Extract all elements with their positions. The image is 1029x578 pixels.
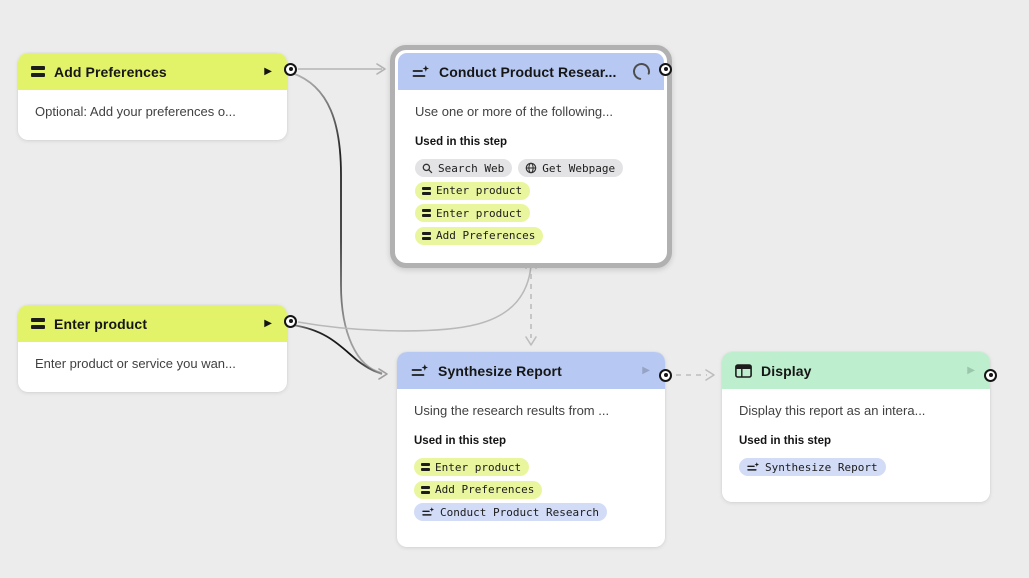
node-description: Optional: Add your preferences o... (35, 104, 236, 119)
node-description: Using the research results from ... (414, 403, 610, 418)
node-add-preferences[interactable]: Add Preferences ▶ Optional: Add your pre… (18, 53, 287, 140)
node-synthesize-report[interactable]: Synthesize Report ▶ Using the research r… (397, 352, 665, 547)
node-header[interactable]: Synthesize Report ▶ (397, 352, 665, 389)
run-button[interactable]: ▶ (264, 65, 272, 77)
output-port-synthesize-report[interactable] (659, 368, 672, 382)
tag-label: Conduct Product Research (440, 505, 599, 519)
edge-enter-synthesize (291, 324, 383, 375)
step-tag-enter-product[interactable]: Enter product (415, 204, 531, 223)
used-in-step-label: Used in this step (415, 136, 508, 149)
run-button[interactable]: ▶ (264, 317, 272, 329)
loading-spinner-icon (633, 63, 650, 80)
generation-icon (747, 462, 760, 471)
used-in-step-label: Used in this step (739, 435, 832, 448)
input-icon (31, 65, 45, 78)
step-tag-conduct-product-research[interactable]: Conduct Product Research (414, 503, 607, 522)
node-title: Display (761, 362, 812, 379)
node-header[interactable]: Enter product ▶ (18, 305, 287, 342)
node-display[interactable]: Display ▶ Display this report as an inte… (722, 352, 990, 502)
node-header[interactable]: Conduct Product Resear... (398, 53, 664, 90)
output-port-enter-product[interactable] (284, 314, 297, 328)
arrowhead (705, 369, 715, 381)
run-button[interactable]: ▶ (967, 364, 975, 376)
edge-enter-conduct (297, 265, 532, 332)
node-description: Use one or more of the following... (415, 104, 613, 119)
tag-label: Add Preferences (436, 229, 536, 243)
generation-icon (412, 64, 429, 77)
globe-icon (525, 162, 537, 174)
step-tag-enter-product[interactable]: Enter product (414, 458, 530, 477)
output-port-display[interactable] (984, 368, 997, 382)
arrowhead (525, 336, 537, 346)
input-icon (422, 231, 431, 240)
search-icon (422, 163, 433, 173)
used-in-step-label: Used in this step (414, 435, 507, 448)
tool-tag-search-web[interactable]: Search Web (415, 159, 513, 178)
edge-addpref-synthesize (291, 72, 383, 374)
generation-icon (422, 507, 435, 516)
input-icon (422, 186, 431, 195)
node-conduct-selection-ring: Conduct Product Resear... Use one or mor… (390, 45, 672, 268)
run-button[interactable]: ▶ (642, 364, 650, 376)
tag-label: Add Preferences (435, 483, 535, 497)
step-tag-add-preferences[interactable]: Add Preferences (415, 226, 544, 245)
node-title: Conduct Product Resear... (439, 63, 617, 80)
tag-label: Synthesize Report (765, 460, 878, 474)
step-tag-synthesize-report[interactable]: Synthesize Report (739, 458, 886, 477)
node-title: Add Preferences (54, 63, 167, 80)
arrowhead (378, 368, 388, 380)
step-tag-enter-product[interactable]: Enter product (415, 181, 531, 200)
tag-label: Get Webpage (542, 161, 616, 175)
node-conduct-product-research[interactable]: Conduct Product Resear... Use one or mor… (398, 53, 664, 260)
output-port-add-preferences[interactable] (284, 62, 297, 76)
tag-label: Enter product (436, 184, 523, 198)
node-description: Enter product or service you wan... (35, 356, 236, 371)
tag-label: Search Web (438, 161, 505, 175)
input-icon (422, 209, 431, 218)
node-enter-product[interactable]: Enter product ▶ Enter product or service… (18, 305, 287, 392)
display-icon (735, 363, 752, 378)
input-icon (31, 317, 45, 330)
tag-label: Enter product (436, 206, 523, 220)
output-port-conduct-product-research[interactable] (659, 62, 672, 76)
arrowhead (376, 63, 386, 75)
node-title: Synthesize Report (438, 362, 562, 379)
tag-label: Enter product (435, 460, 522, 474)
input-icon (421, 485, 430, 494)
node-header[interactable]: Display ▶ (722, 352, 990, 389)
node-description: Display this report as an intera... (739, 403, 926, 418)
node-title: Enter product (54, 315, 148, 332)
input-icon (421, 463, 430, 472)
tool-tag-get-webpage[interactable]: Get Webpage (518, 159, 624, 178)
node-header[interactable]: Add Preferences ▶ (18, 53, 287, 90)
generation-icon (411, 363, 428, 376)
step-tag-add-preferences[interactable]: Add Preferences (414, 480, 543, 499)
